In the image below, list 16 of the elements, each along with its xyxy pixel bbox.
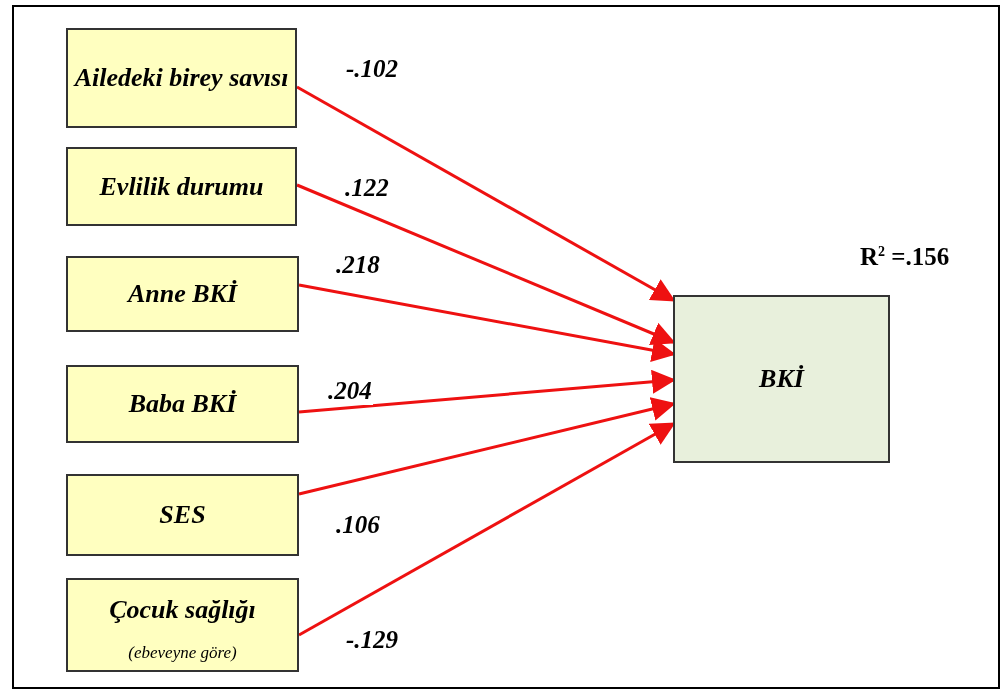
variable-box (66, 147, 297, 226)
node-title: Anne BKİ (127, 278, 238, 310)
node-title: SES (159, 499, 206, 531)
node-title: BKİ (759, 363, 804, 395)
node-title: Ailedeki birey savısı (74, 62, 289, 94)
variable-box (66, 28, 297, 128)
variable-box (66, 365, 299, 443)
r-squared-label: R$^{2}$ =.156 (860, 243, 950, 271)
variable-box (66, 578, 299, 672)
variable-box (66, 474, 299, 556)
node-title: Çocuk sağlığı (109, 594, 256, 626)
outcome-box (673, 295, 890, 463)
variable-box (66, 256, 299, 332)
node-title: Evlilik durumu (99, 170, 264, 203)
node-title: Baba BKİ (128, 388, 237, 420)
node-note: (ebeveyne göre) (128, 643, 237, 663)
